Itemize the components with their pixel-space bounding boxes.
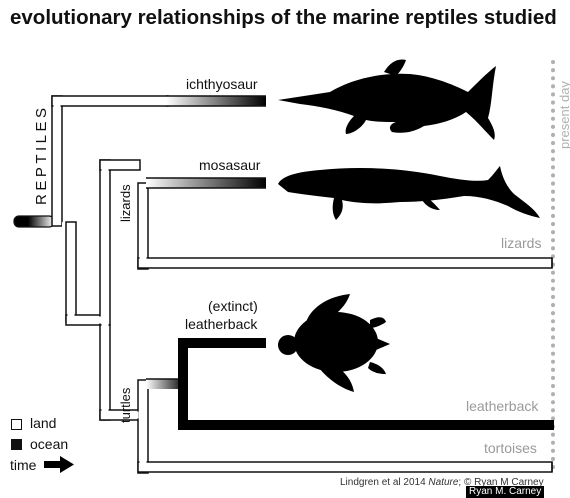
leatherback-stem (178, 338, 188, 430)
legend-ocean-swatch (11, 439, 22, 450)
mosasaur-silhouette (278, 166, 540, 220)
taxon-label-mosasaur: mosasaur (199, 157, 261, 173)
taxon-label-leatherback: leatherback (466, 398, 539, 414)
diagram-title: evolutionary relationships of the marine… (10, 6, 557, 29)
extinct-leatherback-branch (178, 338, 266, 348)
taxon-label-tortoises: tortoises (484, 440, 537, 456)
lower-stem (62, 222, 66, 322)
legend-ocean-label: ocean (30, 436, 69, 452)
turtle-ocean-branch (146, 379, 186, 389)
taxon-label-extinct-note: (extinct) (208, 298, 258, 314)
clade-label-lizards: lizards (118, 184, 133, 222)
ichthyosaur-silhouette (278, 59, 496, 140)
root-branch (13, 215, 55, 228)
legend-land-label: land (30, 415, 57, 431)
taxon-label-lizards: lizards (501, 235, 542, 251)
clade-label-turtles: turtles (118, 387, 133, 423)
sea-turtle-silhouette (278, 294, 390, 392)
reptiles-axis-label: REPTILES (33, 104, 50, 205)
ichthyosaur-ocean-branch (166, 96, 266, 106)
credit-prefix: Lindgren et al 2014 (340, 477, 429, 488)
taxon-label-extinct-leatherback: leatherback (185, 316, 258, 332)
source-credit: Lindgren et al 2014 Nature; © Ryan M Car… (340, 477, 544, 488)
legend-land-swatch (11, 419, 22, 430)
author-badge: Ryan M. Carney (466, 486, 545, 498)
present-day-label: present day (557, 81, 570, 149)
leatherback-branch (178, 420, 554, 430)
legend-time-label: time (10, 457, 37, 473)
time-arrow-icon (44, 456, 74, 473)
taxon-label-ichthyosaur: ichthyosaur (186, 76, 258, 92)
credit-journal: Nature (428, 477, 459, 488)
mosasaur-ocean-branch (146, 178, 266, 188)
credit-suffix: ; © Ryan M Carney (458, 477, 544, 488)
